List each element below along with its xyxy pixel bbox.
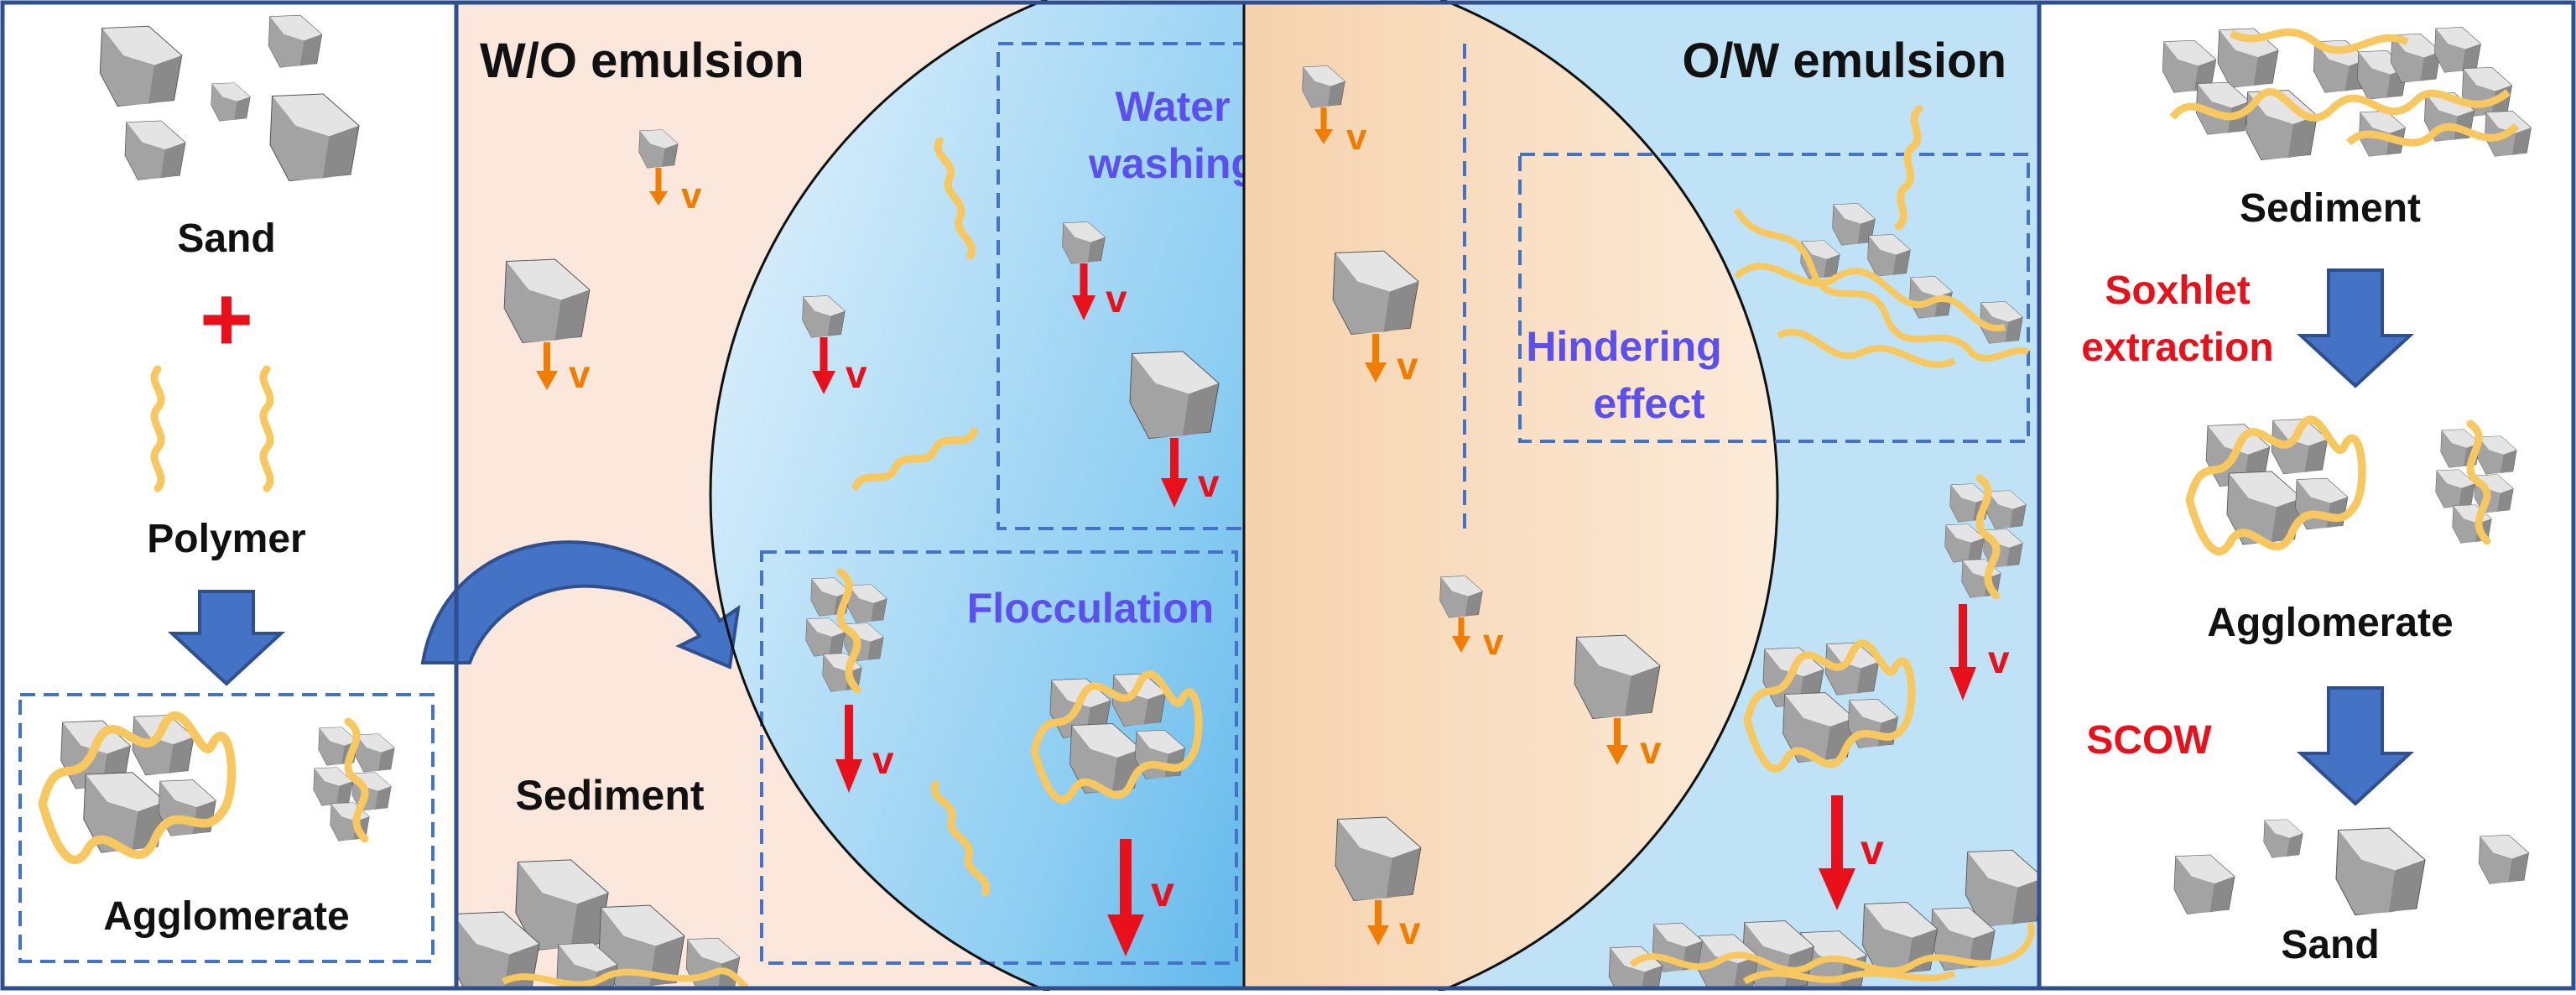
droplet-outline (709, 0, 1779, 995)
velocity-symbol: v (872, 738, 894, 782)
velocity-symbol: v (1198, 461, 1220, 505)
velocity-symbol: v (1151, 868, 1174, 915)
settling-particles: v v v (505, 130, 867, 396)
velocity-symbol: v (1399, 909, 1421, 952)
velocity-symbol: v (846, 352, 867, 396)
agglomerate-label: Agglomerate (103, 894, 349, 939)
wo-title: W/O emulsion (480, 34, 804, 88)
hindering-effect-label: Hindering (1526, 323, 1721, 370)
down-arrow-icon (2296, 686, 2415, 806)
water-washing-label: washing (1088, 140, 1257, 187)
velocity-symbol: v (1346, 117, 1367, 158)
soxhlet-extraction-label: Soxhlet (2105, 268, 2250, 313)
polymer-label: Polymer (147, 517, 305, 561)
sediment-pile (451, 860, 747, 987)
velocity-symbol: v (1860, 826, 1884, 873)
oil-droplet-half (1244, 3, 1777, 987)
plus-sign: + (200, 268, 253, 371)
agglomerate-label: Agglomerate (2207, 601, 2453, 645)
down-arrow-icon (167, 590, 286, 686)
left-panel: Sand + Polymer Agglomerate (3, 3, 456, 987)
velocity-symbol: v (1106, 277, 1127, 320)
velocity-symbol: v (1988, 638, 2010, 681)
velocity-symbol: v (569, 352, 591, 396)
velocity-symbol: v (1483, 622, 1504, 663)
water-washing-label: Water (1115, 83, 1230, 130)
velocity-symbol: v (1397, 344, 1418, 388)
agglomerate-box (18, 693, 435, 963)
sediment-label: Sediment (2240, 186, 2421, 231)
sediment-network (1610, 851, 2044, 991)
sand-label: Sand (2281, 923, 2379, 967)
wo-panel: W/O emulsion v v v Water washing v v Flo… (420, 3, 1466, 987)
soxhlet-extraction-label: extraction (2081, 326, 2273, 370)
sand-label: Sand (177, 216, 275, 261)
scow-label: SCOW (2086, 718, 2212, 763)
curved-arrow-icon (420, 540, 741, 669)
ow-panel: O/W emulsion v v v v v Hindering effect (709, 0, 2044, 995)
down-arrow-icon (2296, 268, 2415, 388)
sediment-network-icon (2163, 28, 2532, 159)
flocculation-label: Flocculation (967, 585, 1214, 632)
velocity-symbol: v (681, 175, 702, 216)
right-panel: Sediment Soxhlet extraction Agglomerate … (2039, 3, 2573, 987)
flocculation-box (760, 550, 1238, 965)
velocity-symbol: v (1640, 728, 1662, 772)
sediment-label: Sediment (515, 772, 704, 819)
hindering-effect-box (1518, 153, 2030, 443)
ow-title: O/W emulsion (1682, 34, 2006, 88)
hindering-effect-label: effect (1593, 380, 1705, 427)
hindering-network (1733, 204, 2028, 368)
